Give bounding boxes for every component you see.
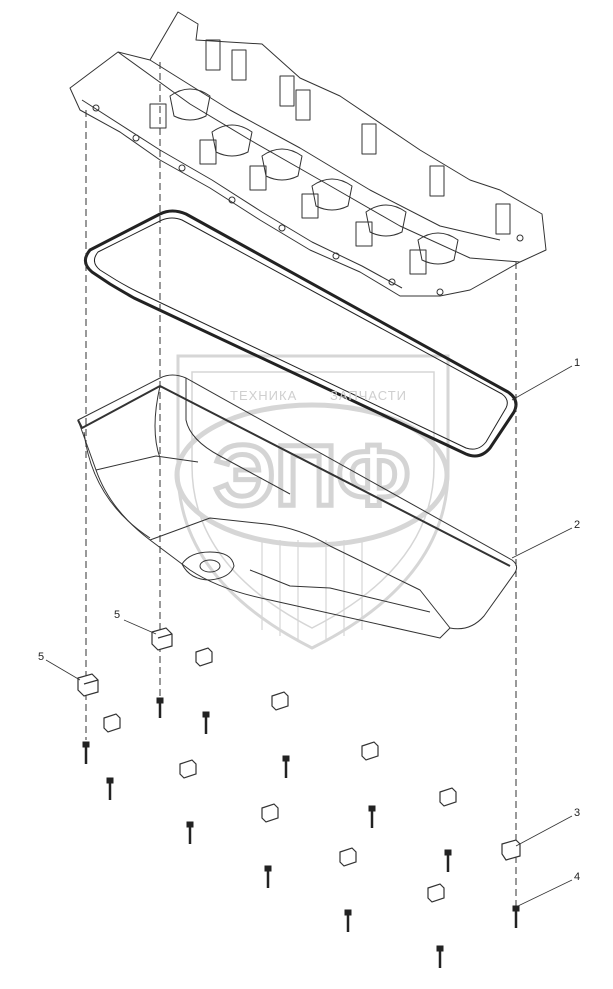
clamp (77, 673, 99, 697)
callout-part-4: 4 (574, 871, 581, 883)
callout-part-2: 2 (574, 519, 581, 531)
bolt (202, 711, 210, 734)
bolt (512, 905, 520, 928)
watermark-logo-letters: ЭПФ (214, 428, 410, 524)
clamp (179, 759, 197, 779)
bolt (106, 777, 114, 800)
cylinder-block (69, 11, 547, 297)
bolt (436, 945, 444, 968)
clamp (271, 691, 289, 711)
clamp (361, 741, 379, 761)
callout-part-1: 1 (574, 357, 581, 369)
bolt (368, 805, 376, 828)
callout-part-5-upper: 5 (114, 609, 121, 621)
clamp (103, 713, 121, 733)
watermark-brand-text: ТЕХНИКА (230, 388, 298, 403)
callout-part-5-lower: 5 (38, 651, 45, 663)
bolts (82, 697, 520, 968)
clamp (339, 847, 357, 867)
bolt (264, 865, 272, 888)
bolt (186, 821, 194, 844)
clamp (501, 839, 521, 861)
oil-pan (77, 374, 518, 639)
bolt (344, 909, 352, 932)
watermark-parts-text: ЗАПЧАСТИ (330, 388, 408, 403)
bolt (444, 849, 452, 872)
oil-pan-gasket (84, 209, 518, 458)
watermark-logo (174, 354, 450, 650)
clamp (151, 627, 173, 651)
bolt (82, 741, 90, 764)
callout-leaders (45, 365, 573, 907)
clamp (439, 787, 457, 807)
clamp (427, 883, 445, 903)
clamp (195, 647, 213, 667)
clamps (77, 627, 521, 903)
alignment-lines (85, 62, 517, 908)
bolt (282, 755, 290, 778)
clamp (261, 803, 279, 823)
callout-part-3: 3 (574, 807, 581, 819)
bolt (156, 697, 164, 718)
